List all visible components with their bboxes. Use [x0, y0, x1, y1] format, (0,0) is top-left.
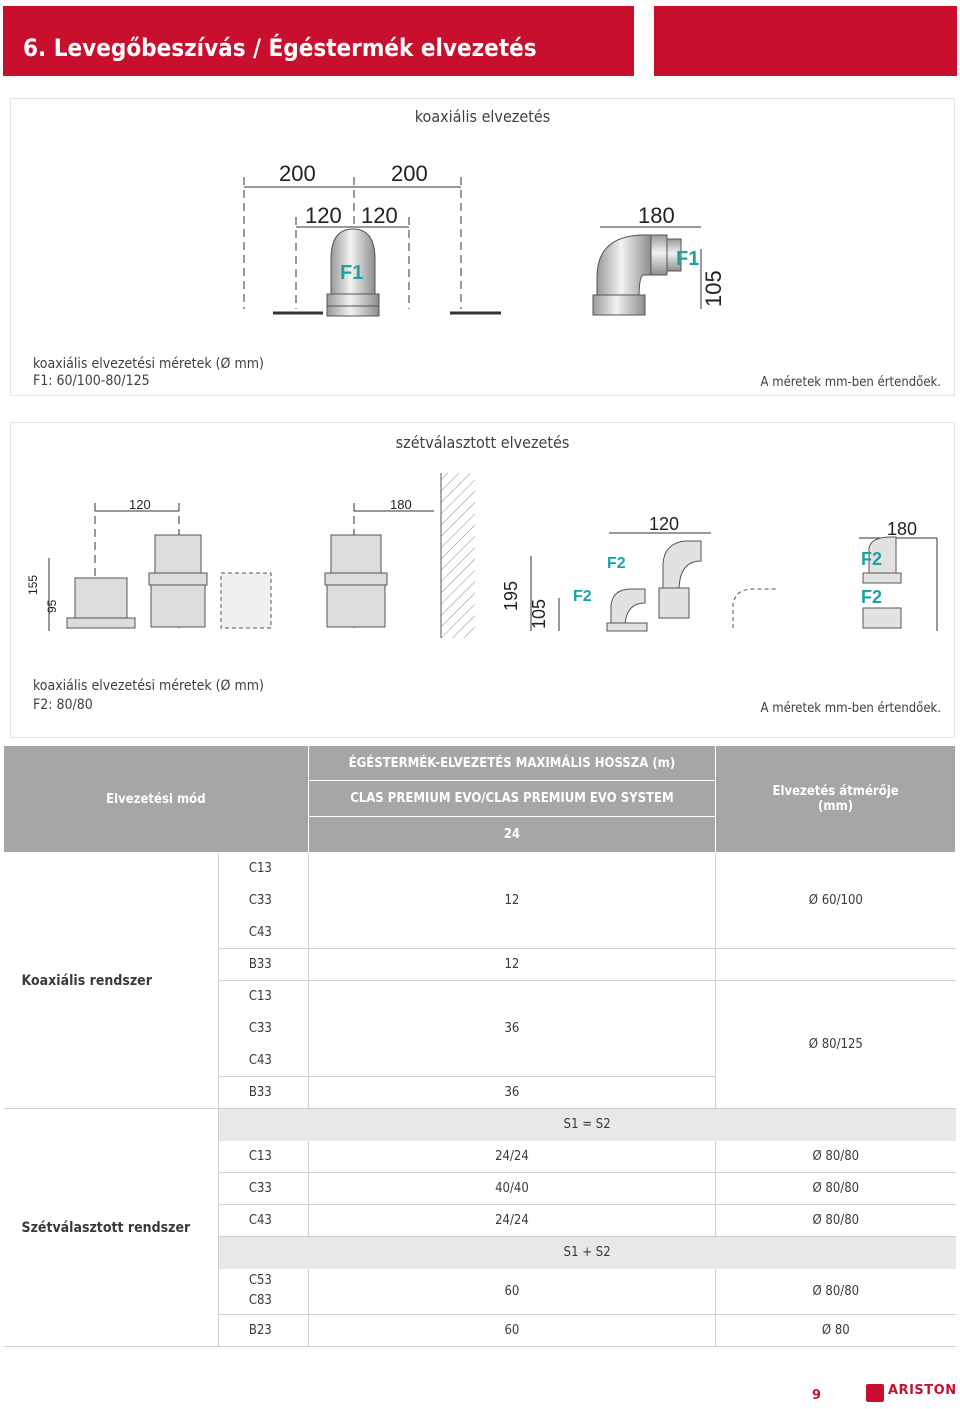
sep-dim-195: 195	[501, 581, 521, 611]
code: C53	[248, 1273, 272, 1289]
code: C13	[217, 852, 309, 885]
diameter-empty	[715, 948, 956, 981]
separate-note: A méretek mm-ben értendőek.	[760, 701, 941, 716]
value: 60	[307, 1314, 716, 1347]
dim-180: 180	[638, 203, 675, 228]
page-number: 9	[812, 1388, 822, 1403]
code: B33	[217, 1076, 309, 1109]
diameter: Ø 80/80	[715, 1172, 956, 1205]
coaxial-caption-2: F1: 60/100-80/125	[33, 373, 150, 389]
code: C13	[217, 1140, 309, 1173]
label-f2-d: F2	[861, 587, 882, 607]
diameter: Ø 80/125	[715, 980, 956, 1109]
sub-header-2: S1 + S2	[217, 1236, 956, 1269]
spec-table: Elvezetési mód ÉGÉSTERMÉK-ELVEZETÉS MAXI…	[3, 745, 956, 1347]
label-f1-elbow: F1	[676, 248, 699, 270]
corner-decoration	[654, 6, 957, 76]
brand-name: ARISTON	[888, 1383, 957, 1398]
separate-caption-2: F2: 80/80	[33, 697, 93, 713]
mode-separate: Szétválasztott rendszer	[3, 1108, 219, 1347]
brand-logo-icon	[866, 1384, 884, 1402]
value: 36	[307, 980, 716, 1077]
dim-120-right: 120	[361, 203, 398, 228]
code: C33	[217, 1012, 309, 1045]
wall-hatch	[441, 473, 475, 638]
diameter: Ø 80/80	[715, 1140, 956, 1173]
coaxial-caption-1: koaxiális elvezetési méretek (Ø mm)	[33, 356, 264, 372]
separate-caption-1: koaxiális elvezetési méretek (Ø mm)	[33, 678, 264, 694]
label-f2-c: F2	[861, 549, 882, 569]
code: C33	[217, 884, 309, 917]
code: C43	[217, 916, 309, 949]
coaxial-diagram: 200 200 120 120 180 105 F1 F1	[243, 161, 726, 317]
code-pair: C53 C83	[217, 1268, 309, 1315]
label-f2-a: F2	[607, 555, 626, 572]
coaxial-note: A méretek mm-ben értendőek.	[760, 375, 941, 390]
header-max-length: ÉGÉSTERMÉK-ELVEZETÉS MAXIMÁLIS HOSSZA (m…	[307, 745, 717, 781]
dim-120-left: 120	[305, 203, 342, 228]
header-model: CLAS PREMIUM EVO/CLAS PREMIUM EVO SYSTEM	[307, 780, 717, 817]
value: 12	[307, 948, 716, 981]
label-f2-b: F2	[573, 588, 592, 605]
dim-105: 105	[701, 270, 726, 307]
sep-dim-105: 105	[529, 599, 549, 629]
sep-dim-120: 120	[129, 497, 151, 512]
coaxial-panel: koaxiális elvezetés	[10, 98, 955, 396]
diameter: Ø 80/80	[715, 1204, 956, 1237]
diameter: Ø 80/80	[715, 1268, 956, 1315]
code: C43	[217, 1204, 309, 1237]
dim-200-right: 200	[391, 161, 428, 186]
sep-dim-155: 155	[26, 575, 40, 595]
value: 40/40	[307, 1172, 716, 1205]
sep-dim-180: 180	[390, 497, 412, 512]
code: B23	[217, 1314, 309, 1347]
header-diameter: Elvezetés átmérője (mm)	[715, 745, 956, 853]
sep-dim-120-elbow: 120	[649, 514, 679, 534]
code: C83	[248, 1293, 272, 1309]
separate-panel-title: szétválasztott elvezetés	[395, 433, 570, 452]
code: C43	[217, 1044, 309, 1077]
separate-diagram: 120 180 120 180 155 95 195 105	[26, 473, 938, 638]
separate-panel: szétválasztott elvezetés 120 180 120 180…	[10, 422, 955, 738]
code: C33	[217, 1172, 309, 1205]
sep-dim-95: 95	[45, 599, 59, 613]
brand-logo: ARISTON	[866, 1383, 956, 1403]
title-bar: 6. Levegőbeszívás / Égéstermék elvezetés	[3, 6, 634, 76]
value: 24/24	[307, 1204, 716, 1237]
elbow-pipe	[592, 234, 682, 316]
dim-200-left: 200	[279, 161, 316, 186]
header-power: 24	[307, 816, 717, 853]
sep-dim-180-elbow: 180	[887, 519, 917, 539]
value: 12	[307, 852, 716, 949]
diameter: Ø 80	[715, 1314, 956, 1347]
coaxial-panel-title: koaxiális elvezetés	[414, 107, 551, 126]
terminal-cap	[326, 228, 380, 317]
separate-elbows	[606, 536, 902, 632]
value: 36	[307, 1076, 716, 1109]
value: 24/24	[307, 1140, 716, 1173]
sub-header-1: S1 = S2	[217, 1108, 956, 1141]
code: C13	[217, 980, 309, 1013]
header-mode: Elvezetési mód	[3, 745, 309, 853]
code: B33	[217, 948, 309, 981]
label-f1-terminal: F1	[340, 262, 363, 284]
separate-terminals	[66, 534, 388, 629]
page-title: 6. Levegőbeszívás / Égéstermék elvezetés	[23, 34, 537, 62]
mode-coaxial: Koaxiális rendszer	[21, 972, 152, 989]
value: 60	[307, 1268, 716, 1315]
diameter: Ø 60/100	[715, 852, 956, 949]
dimension-lines	[243, 177, 702, 315]
